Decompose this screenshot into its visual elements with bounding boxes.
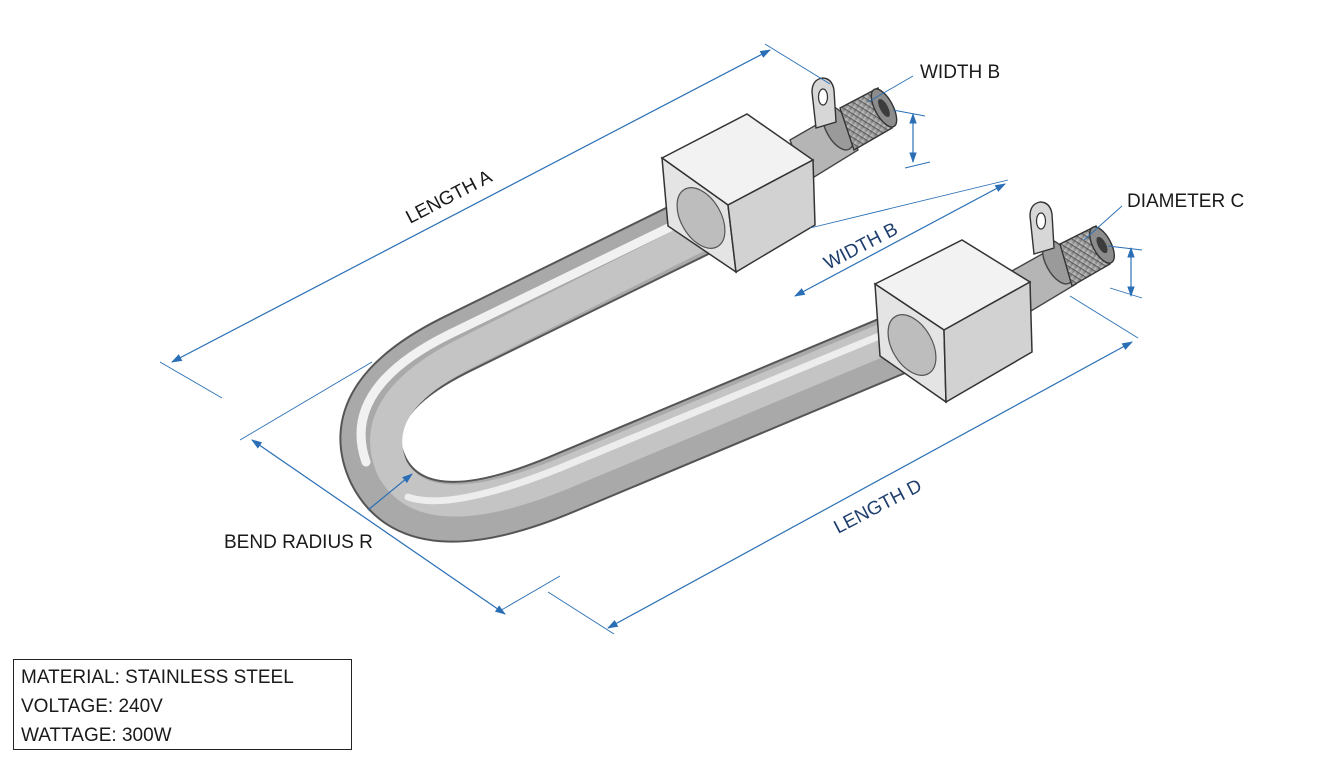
lower-fitting: [873, 201, 1116, 404]
length-a-ext-left: [159, 361, 223, 399]
upper-lug-hole: [817, 88, 829, 106]
length-d-ext-left: [547, 591, 615, 635]
specifications-box: MATERIAL: STAINLESS STEEL VOLTAGE: 240V …: [13, 659, 352, 750]
length-d-label: LENGTH D: [831, 475, 926, 538]
length-d-ext-right: [1069, 295, 1139, 339]
length-d-line: [607, 341, 1133, 629]
diameter-c-label: DIAMETER C: [1127, 191, 1244, 212]
width-b-top-ext-1: [892, 109, 926, 117]
lower-thread-bore: [1096, 236, 1108, 254]
width-b-top-label: WIDTH B: [920, 62, 1000, 83]
width-b-mid-ext-upper: [809, 179, 1009, 229]
dimension-diameter-c: DIAMETER C: [1083, 191, 1244, 299]
bend-radius-ext-lower: [497, 575, 561, 613]
diameter-c-ext-1: [1107, 245, 1143, 251]
spec-voltage: VOLTAGE: 240V: [21, 696, 163, 717]
bend-radius-leader: [367, 473, 413, 511]
bend-radius-span-line: [251, 439, 506, 615]
length-a-label: LENGTH A: [403, 166, 496, 228]
diameter-c-ext-2: [1109, 287, 1143, 299]
width-b-mid-label: WIDTH B: [821, 219, 902, 275]
lower-lug-hole: [1035, 212, 1047, 230]
upper-thread-bore: [878, 98, 890, 118]
dimension-width-b-top: WIDTH B: [867, 62, 1000, 169]
spec-wattage: WATTAGE: 300W: [21, 725, 172, 746]
spec-material: MATERIAL: STAINLESS STEEL: [21, 667, 294, 688]
diameter-c-leader: [1083, 205, 1123, 241]
width-b-mid-line: [794, 183, 1006, 297]
bend-radius-label: BEND RADIUS R: [224, 532, 373, 553]
width-b-top-leader: [867, 75, 914, 103]
width-b-top-ext-2: [904, 161, 931, 169]
bend-radius-ext-upper: [239, 361, 373, 441]
length-a-line: [171, 49, 771, 363]
dimension-bend-radius: BEND RADIUS R: [224, 361, 561, 615]
length-a-ext-right: [764, 43, 831, 85]
